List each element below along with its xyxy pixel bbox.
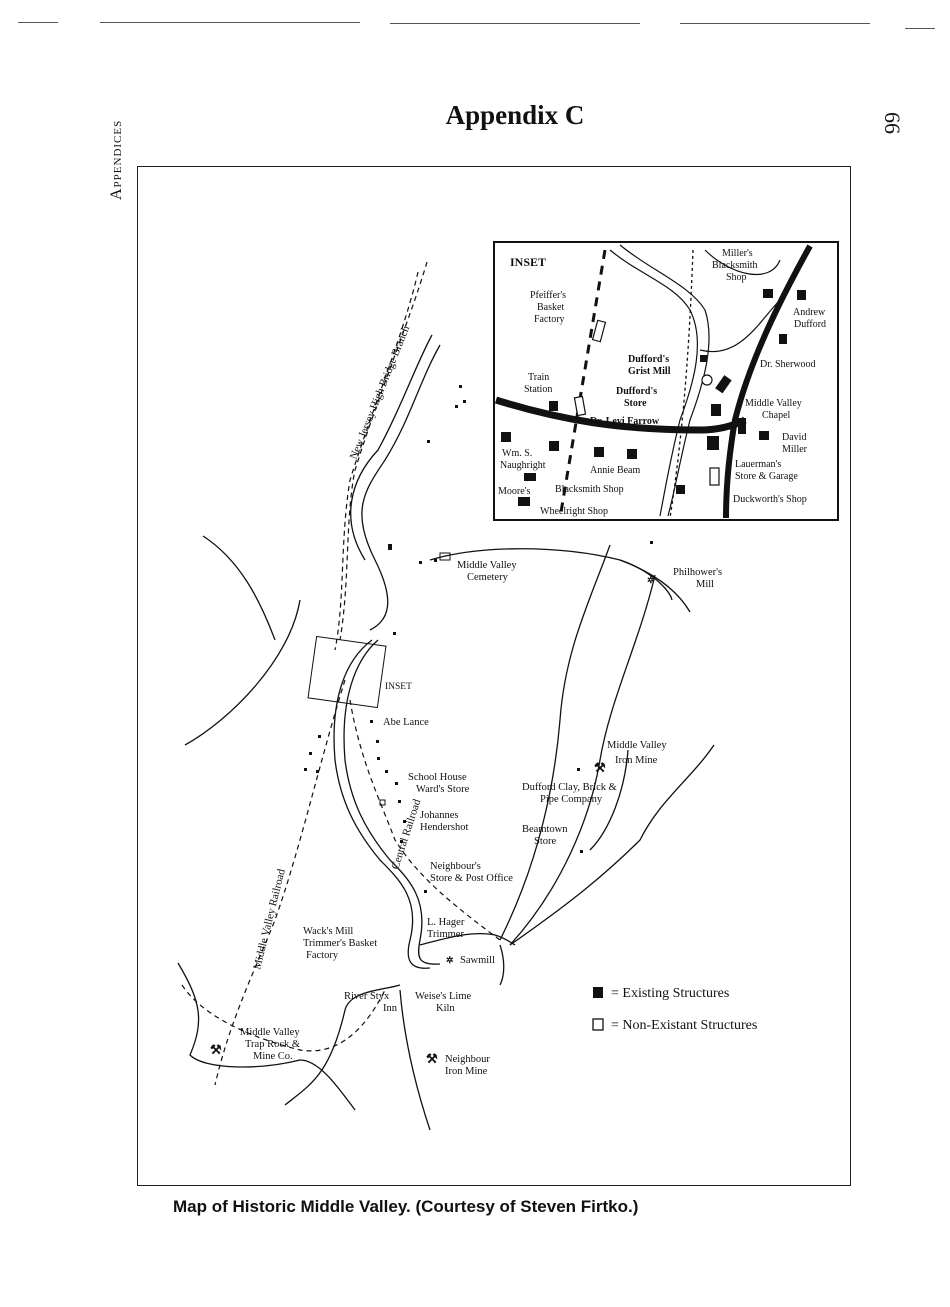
pickaxe-icon: ⚒ xyxy=(210,1042,222,1057)
label-wacks-3: Factory xyxy=(306,950,339,961)
label-trap-rock-1: Middle Valley xyxy=(240,1027,300,1038)
inset-pfeiffer-2: Basket xyxy=(537,302,564,313)
inset-andrew-1: Andrew xyxy=(793,307,826,318)
page-title: Appendix C xyxy=(445,100,585,130)
label-trap-rock-2: Trap Rock & xyxy=(245,1039,300,1050)
inset-naughright-2: Naughright xyxy=(500,460,546,471)
structure-dots xyxy=(304,385,653,893)
inset-sherwood: Dr. Sherwood xyxy=(760,359,816,370)
inset-pfeiffer-1: Pfeiffer's xyxy=(530,290,566,301)
rail-label-central: Central Railroad xyxy=(389,797,423,871)
inset-border xyxy=(493,241,839,521)
map-terrain xyxy=(177,334,715,1131)
label-johannes-2: Hendershot xyxy=(420,822,468,833)
rail-label-nj: New Jersey High Bridge Branch xyxy=(348,324,413,462)
inset-millers-3: Shop xyxy=(726,272,747,283)
label-philhower-2: Mill xyxy=(696,579,714,590)
map-legend: = Existing Structures = Non-Existant Str… xyxy=(592,986,757,1033)
scan-top-rule xyxy=(680,23,870,24)
label-johannes-1: Johannes xyxy=(420,810,459,821)
inset-labels: INSET Pfeiffer's Basket Factory Miller's… xyxy=(498,248,826,517)
inset-chapel-1: Middle Valley xyxy=(745,398,802,409)
inset-duckworth: Duckworth's Shop xyxy=(733,494,807,505)
label-mv-iron-2: Iron Mine xyxy=(615,755,658,766)
label-school-house-2: Ward's Store xyxy=(416,784,470,795)
label-neighbour-iron-1: Neighbour xyxy=(445,1054,490,1065)
inset-wheelright: Wheelright Shop xyxy=(540,506,608,517)
pickaxe-icon: ⚒ xyxy=(426,1051,438,1066)
inset-david-1: David xyxy=(782,432,806,443)
label-wacks-1: Wack's Mill xyxy=(303,926,353,937)
inset-chapel-2: Chapel xyxy=(762,410,791,421)
inset-millers-1: Miller's xyxy=(722,248,753,259)
inset-grist-2: Grist Mill xyxy=(628,366,671,377)
label-mv-iron-1: Middle Valley xyxy=(607,740,667,751)
map-frame xyxy=(137,166,851,1186)
scan-top-rule xyxy=(18,22,58,23)
label-hager-1: L. Hager xyxy=(427,917,465,928)
label-neighbour-iron-2: Iron Mine xyxy=(445,1066,488,1077)
label-neighbours-2: Store & Post Office xyxy=(430,873,513,884)
inset-lauerman-1: Lauerman's xyxy=(735,459,781,470)
inset-locator-box xyxy=(307,635,387,709)
inset-moores: Moore's xyxy=(498,486,530,497)
inset-road-east xyxy=(723,244,813,519)
label-philhower-1: Philhower's xyxy=(673,567,722,578)
label-inset-marker: INSET xyxy=(385,682,412,692)
label-wacks-2: Trimmer's Basket xyxy=(303,938,377,949)
inset-main-road xyxy=(494,396,747,434)
label-dufford-clay-2: Pipe Company xyxy=(540,794,603,805)
label-trap-rock-3: Mine Co. xyxy=(253,1051,293,1062)
label-sawmill: Sawmill xyxy=(460,955,495,966)
inset-david-2: Miller xyxy=(782,444,808,455)
inset-dstore-1: Dufford's xyxy=(616,386,657,397)
label-cemetery-2: Cemetery xyxy=(467,572,509,583)
legend-nonexisting-label: = Non-Existant Structures xyxy=(611,1018,757,1033)
label-river-styx-2: Inn xyxy=(383,1003,398,1014)
inset-dstore-2: Store xyxy=(624,398,647,409)
legend-existing-swatch xyxy=(593,987,603,998)
label-dufford-clay-1: Dufford Clay, Brick & xyxy=(522,782,617,793)
label-cemetery-1: Middle Valley xyxy=(457,560,517,571)
mill-wheel-icon: ✲ xyxy=(446,955,454,965)
scan-top-rule xyxy=(905,28,935,29)
map-caption: Map of Historic Middle Valley. (Courtesy… xyxy=(173,1197,639,1216)
label-beamtown-1: Beamtown xyxy=(522,824,568,835)
label-abe-lance: Abe Lance xyxy=(383,717,429,728)
inset-annie: Annie Beam xyxy=(590,465,640,476)
scan-top-rule xyxy=(100,22,360,23)
inset-train-2: Station xyxy=(524,384,552,395)
inset-naughright-1: Wm. S. xyxy=(502,448,532,459)
map-stream xyxy=(333,639,516,969)
label-weise-2: Kiln xyxy=(436,1003,455,1014)
label-river-styx-1: River Styx xyxy=(344,991,390,1002)
rail-label-middle-valley: Middle Valley Railroad xyxy=(251,867,288,970)
inset-pfeiffer-3: Factory xyxy=(534,314,565,325)
scan-top-rule xyxy=(390,23,640,24)
inset-panel: INSET Pfeiffer's Basket Factory Miller's… xyxy=(493,241,839,521)
label-neighbours-1: Neighbour's xyxy=(430,861,481,872)
legend-nonexisting-swatch xyxy=(592,1018,604,1031)
inset-grist-1: Dufford's xyxy=(628,354,669,365)
inset-millers-2: Blacksmith xyxy=(712,260,758,271)
label-beamtown-2: Store xyxy=(534,836,557,847)
label-school-house-1: School House xyxy=(408,772,467,783)
pickaxe-icon: ⚒ xyxy=(594,760,606,775)
inset-farrow: Dr. Levi Farrow xyxy=(590,416,660,427)
inset-title: INSET xyxy=(510,255,546,269)
label-weise-1: Weise's Lime xyxy=(415,991,471,1002)
legend-existing-label: = Existing Structures xyxy=(611,986,729,1001)
inset-blacksmith: Blacksmith Shop xyxy=(555,484,624,495)
inset-lauerman-2: Store & Garage xyxy=(735,471,798,482)
inset-railroad xyxy=(558,249,607,519)
inset-andrew-2: Dufford xyxy=(794,319,826,330)
railroad-lines xyxy=(181,261,501,1086)
label-hager-2: Trimmer xyxy=(427,929,464,940)
mine-icons: ⚒ ⚒ ⚒ ✲ ✲ xyxy=(210,575,655,1066)
inset-train-1: Train xyxy=(528,372,549,383)
mill-wheel-icon: ✲ xyxy=(647,575,655,585)
